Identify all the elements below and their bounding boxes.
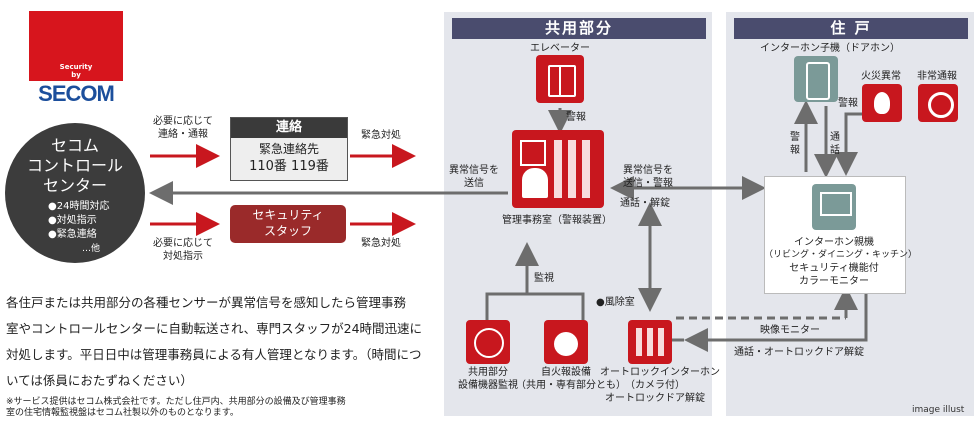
dwelling-alarm-v-1: 警	[790, 132, 800, 143]
elevator-door-split-icon	[559, 67, 561, 95]
office-screen-icon	[520, 140, 546, 166]
intercom-master-line-1: インターホン親機	[794, 237, 874, 248]
note-instruction-1: 必要に応じて	[153, 238, 213, 249]
fire-alarm-label-2: （共用・専有部分とも）	[516, 380, 626, 391]
logo-brand: SECOM	[38, 81, 115, 106]
secom-logo: Security by SECOM	[29, 11, 123, 107]
description-line-4: いては係員におたずねください）	[6, 373, 193, 388]
bell-icon	[554, 332, 578, 356]
elevator-icon	[536, 55, 584, 103]
note-contact-report-2: 連絡・通報	[158, 129, 208, 140]
office-person-icon	[522, 168, 548, 198]
door-phone-speaker-icon	[806, 62, 830, 100]
control-center-bullet-2: ●対処指示	[48, 215, 97, 226]
fire-icon	[862, 84, 902, 122]
logo-by: by	[71, 71, 81, 79]
emergency-button-icon	[928, 92, 954, 118]
dwelling-alarm-label: 警報	[838, 98, 858, 109]
autolock-label-3: オートロックドア解錠	[605, 393, 705, 404]
description-line-3: 対処します。平日日中は管理事務員による有人管理となります。（時間につ	[6, 347, 422, 362]
dwelling-alarm-v-2: 報	[790, 145, 800, 156]
security-staff-line-1: セキュリティ	[252, 208, 324, 222]
autolock-label-2: （カメラ付）	[625, 380, 685, 391]
logo-security: Security	[59, 63, 93, 71]
emergency-response-2: 緊急対処	[361, 238, 401, 249]
security-staff-box	[230, 205, 346, 243]
elevator-label: エレベーター	[530, 43, 590, 54]
call-unlock-label: 通話・解錠	[620, 198, 670, 209]
call-autolock-label: 通話・オートロックドア解錠	[734, 347, 864, 358]
control-center-etc: …他	[82, 244, 101, 254]
description-line-1: 各住戸または共用部分の各種センサーが異常信号を感知したら管理事務	[6, 295, 407, 310]
intercom-master-icon	[812, 184, 856, 230]
control-center-bullet-3: ●緊急連絡	[48, 229, 97, 240]
fire-label: 火災異常	[861, 71, 901, 82]
dwelling-header: 住 戸	[734, 18, 968, 39]
note-contact-report-1: 必要に応じて	[153, 116, 213, 127]
emergency-call-icon	[918, 84, 958, 122]
intercom-master-line-4: カラーモニター	[799, 276, 869, 287]
equipment-label-1: 共用部分	[468, 367, 508, 378]
gauge-icon	[474, 328, 504, 358]
contact-box: 連絡 緊急連絡先 110番 119番	[230, 117, 348, 181]
equipment-label-2: 設備機器監視	[458, 380, 518, 391]
equipment-monitor-icon	[466, 320, 510, 364]
emergency-call-label: 非常通報	[917, 71, 957, 82]
office-keys-icon	[554, 140, 596, 198]
autolock-intercom-icon	[628, 320, 672, 364]
control-center-title-3: センター	[42, 176, 107, 195]
contact-header: 連絡	[231, 118, 347, 138]
intercom-master-screen-icon	[820, 192, 852, 216]
signal-alarm-1: 異常信号を	[623, 165, 673, 176]
signal-alarm-2: 送信・警報	[623, 178, 673, 189]
control-center-title-1: セコム	[50, 136, 99, 155]
door-phone-icon	[794, 56, 838, 102]
footnote-line-1: ※サービス提供はセコム株式会社です。ただし住戸内、共用部分の設備及び管理事務	[6, 397, 346, 407]
keypad-icon	[636, 328, 664, 356]
security-staff-line-2: スタッフ	[263, 224, 312, 238]
windbreak-label: ●風除室	[596, 297, 635, 308]
elevator-door-icon	[548, 65, 576, 97]
intercom-master-line-2: （リビング・ダイニング・キッチン）	[764, 250, 918, 260]
monitoring-label: 監視	[534, 273, 554, 284]
control-center-bullet-1: ●24時間対応	[48, 201, 110, 212]
control-center	[5, 123, 145, 263]
flame-icon	[874, 92, 890, 114]
control-center-title-2: コントロール	[26, 156, 123, 175]
emergency-response-1: 緊急対処	[361, 130, 401, 141]
contact-line-2: 110番 119番	[249, 159, 329, 174]
dwelling-call-v-1: 通	[830, 132, 840, 143]
image-note: image illust	[912, 405, 965, 415]
dwelling-call-v-2: 話	[830, 145, 840, 156]
fire-alarm-equipment-icon	[544, 320, 588, 364]
autolock-label-1: オートロックインターホン	[600, 367, 720, 378]
footnote-line-2: 室の住宅情報監視盤はセコム社製以外のものとなります。	[6, 408, 239, 418]
abnormal-signal-1: 異常信号を	[449, 165, 499, 176]
intercom-slave-label: インターホン子機（ドアホン）	[760, 43, 900, 54]
intercom-master-line-3: セキュリティ機能付	[789, 263, 879, 274]
office-panel-icon	[512, 130, 604, 208]
contact-line-1: 緊急連絡先	[258, 142, 319, 156]
logo-red-block	[29, 11, 123, 81]
abnormal-signal-2: 送信	[464, 178, 484, 189]
common-alarm-label: 警報	[566, 112, 586, 123]
video-monitor-label: 映像モニター	[760, 325, 820, 336]
office-label: 管理事務室（警報装置）	[502, 215, 612, 226]
note-instruction-2: 対処指示	[163, 251, 203, 262]
common-area-header: 共用部分	[452, 18, 706, 39]
fire-alarm-label-1: 自火報設備	[541, 367, 591, 378]
description-line-2: 室やコントロールセンターに自動転送され、専門スタッフが24時間迅速に	[6, 321, 423, 336]
